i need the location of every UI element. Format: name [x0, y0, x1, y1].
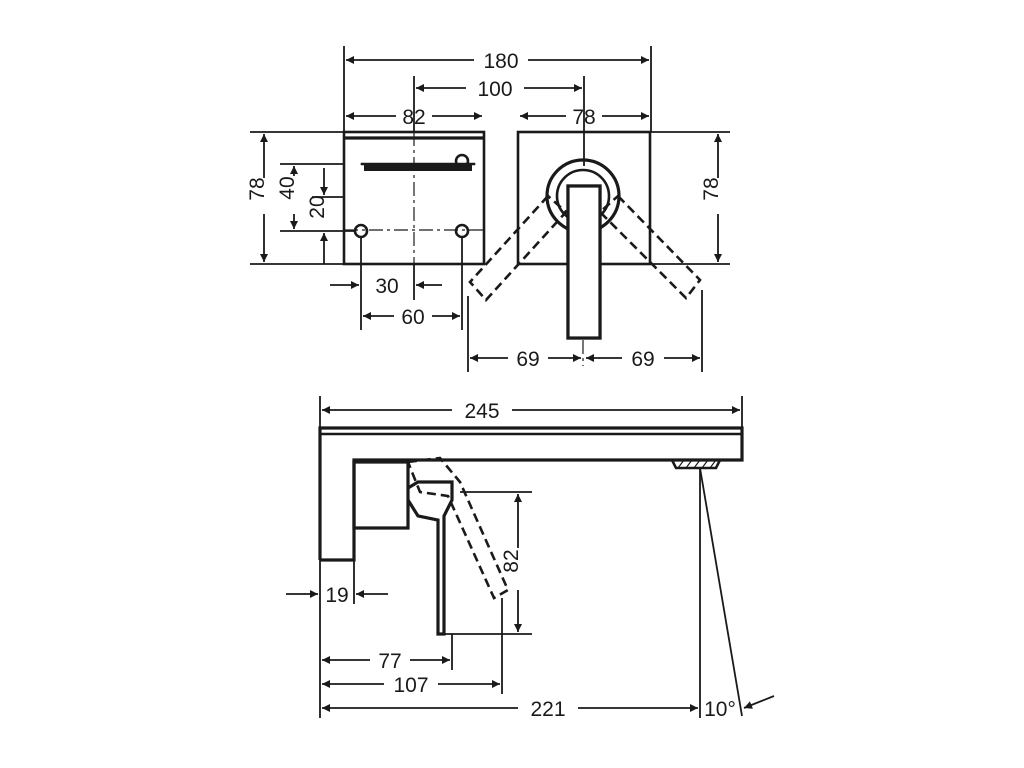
mount-hole-right	[454, 223, 470, 239]
dim-label-107: 107	[393, 674, 428, 697]
dimension-180: 180	[343, 46, 652, 132]
side-view-body	[318, 426, 744, 718]
dim-label-40: 40	[276, 176, 299, 199]
dimension-107: 107	[322, 598, 503, 697]
dim-label-78-left: 78	[246, 177, 269, 200]
dim-label-78-top: 78	[572, 106, 595, 129]
mount-hole-top	[454, 153, 470, 169]
dim-label-180: 180	[483, 50, 518, 73]
dimension-78-left: 78	[246, 131, 344, 265]
dimension-78-right: 78	[650, 131, 730, 265]
dim-label-19: 19	[325, 584, 348, 607]
dimension-78-top: 78	[520, 106, 649, 129]
dim-label-78-right: 78	[700, 177, 723, 200]
dimension-40: 40	[276, 163, 354, 232]
lever-swing-dashed	[468, 194, 702, 302]
dim-label-10-degrees: 10°	[704, 698, 736, 721]
mount-hole-left	[353, 223, 369, 239]
dim-label-77: 77	[378, 650, 401, 673]
dim-label-30: 30	[375, 275, 398, 298]
dimension-60: 60	[363, 238, 463, 330]
dimension-19: 19	[286, 560, 388, 718]
dim-label-82-top: 82	[402, 106, 425, 129]
dim-label-69-left: 69	[516, 348, 539, 371]
dim-label-221: 221	[530, 698, 565, 721]
slot-hatch	[364, 165, 472, 171]
dimension-30: 30	[330, 238, 442, 330]
dimension-10-degrees: 10°	[704, 695, 775, 721]
dim-label-69-right: 69	[631, 348, 654, 371]
dimension-82-top: 82	[346, 106, 482, 129]
dimension-69-69: 69 69	[467, 290, 703, 372]
dim-label-245: 245	[464, 400, 499, 423]
dimension-82-side: 82	[444, 491, 532, 635]
dim-label-60: 60	[401, 306, 424, 329]
dim-label-100: 100	[477, 78, 512, 101]
dim-label-20: 20	[306, 195, 329, 218]
dimension-100: 100	[413, 76, 585, 166]
dimension-221: 221	[322, 698, 698, 721]
dim-label-82-side: 82	[500, 549, 523, 572]
dimension-20: 20	[306, 168, 344, 264]
right-cover-plate	[468, 130, 702, 366]
dimension-245: 245	[319, 396, 743, 428]
dimension-77: 77	[322, 634, 453, 673]
aerator-hatch	[669, 458, 723, 470]
left-cover-plate	[342, 130, 486, 266]
